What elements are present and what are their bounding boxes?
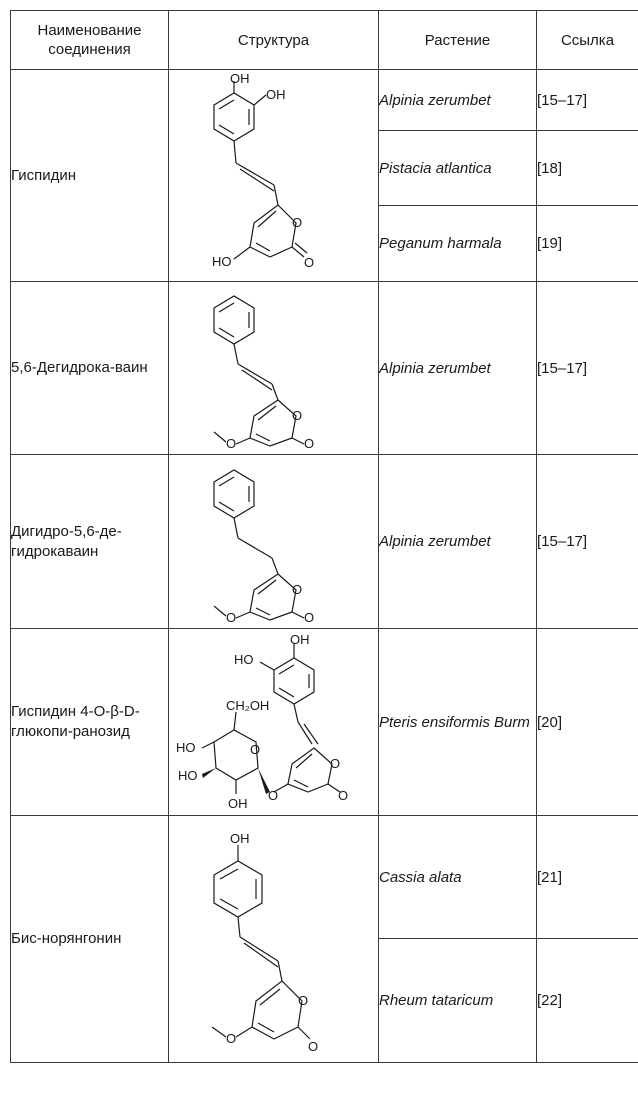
- ho-label: HO: [176, 740, 196, 755]
- o-label: O: [308, 1039, 318, 1054]
- table-row: Peganum harmala [19]: [11, 205, 638, 282]
- ch2oh-label: CH₂OH: [226, 698, 269, 713]
- oh-label: OH: [230, 73, 250, 86]
- compound-name: 5,6-Дегидрока-ваин: [10, 281, 169, 455]
- o-label: O: [226, 610, 236, 622]
- reference: [22]: [536, 938, 638, 1063]
- reference: [15–17]: [536, 281, 638, 455]
- o-label: O: [226, 436, 236, 448]
- reference: [20]: [536, 628, 638, 816]
- oh-label: OH: [228, 796, 248, 811]
- o-label: O: [304, 436, 314, 448]
- header-plant: Растение: [378, 10, 537, 70]
- o-label: O: [338, 788, 348, 803]
- o-label: O: [304, 610, 314, 622]
- structure-cell: OH OH HO O O: [168, 69, 379, 282]
- reference: [18]: [536, 130, 638, 206]
- bisnoryangonin-structure: OH O O O: [211, 831, 318, 1054]
- reference: [21]: [536, 815, 638, 939]
- plant-name: Alpinia zerumbet: [378, 281, 537, 455]
- ho-label: HO: [234, 652, 254, 667]
- table-row: 5,6-Дегидрока-ваин O O O Alpinia zerumbe…: [10, 281, 638, 455]
- table-row: Pistacia atlantica [18]: [11, 130, 638, 206]
- ho-label: HO: [178, 768, 198, 783]
- compound-name: Дигидро-5,6-де-гидрокаваин: [10, 454, 169, 629]
- table-row: Гиспидин 4-O-β-D-глюкопи-ранозид OH HO O…: [10, 628, 638, 816]
- o-label: O: [292, 408, 302, 423]
- plant-name: Alpinia zerumbet: [378, 454, 537, 629]
- table-row: Бис-норянгонин OH O O O Cassia a: [10, 815, 638, 1063]
- o-label: O: [292, 582, 302, 597]
- header-ref: Ссылка: [536, 10, 638, 70]
- o-label: O: [268, 788, 278, 803]
- compound-name: Гиспидин 4-O-β-D-глюкопи-ранозид: [10, 628, 169, 816]
- reference: [15–17]: [536, 69, 638, 131]
- ho-label: HO: [212, 254, 232, 269]
- table-row: Rheum tataricum [22]: [11, 938, 638, 1063]
- o-label: O: [292, 215, 302, 230]
- compound-name: Гиспидин: [10, 69, 169, 282]
- structure-cell: O O O: [168, 454, 379, 629]
- table-row: Дигидро-5,6-де-гидрокаваин O O O Alpinia…: [10, 454, 638, 629]
- o-label: O: [330, 756, 340, 771]
- hispidin-glucoside-structure: OH HO O O O CH₂OH O HO: [176, 632, 348, 811]
- reference: [15–17]: [536, 454, 638, 629]
- o-label: O: [250, 742, 260, 757]
- o-label: O: [226, 1031, 236, 1046]
- plant-name: Pteris ensiformis Burm: [378, 628, 537, 816]
- o-label: O: [298, 993, 308, 1008]
- header-name: Наименование соединения: [10, 10, 169, 70]
- plant-name: Rheum tataricum: [378, 938, 537, 1063]
- compounds-table: Наименование соединения Структура Растен…: [10, 10, 638, 1063]
- header-structure: Структура: [168, 10, 379, 70]
- compound-name: Бис-норянгонин: [10, 815, 169, 1063]
- oh-label: OH: [266, 87, 286, 102]
- plant-name: Peganum harmala: [378, 205, 537, 282]
- o-label: O: [304, 255, 314, 270]
- structure-cell: OH O O O: [168, 815, 379, 1063]
- reference: [19]: [536, 205, 638, 282]
- plant-name: Cassia alata: [378, 815, 537, 939]
- table-row: Гиспидин OH OH HO O O: [10, 69, 638, 282]
- plant-name: Alpinia zerumbet: [378, 69, 537, 131]
- dihydro-dehydrokavain-structure: O O O: [212, 468, 314, 622]
- oh-label: OH: [230, 831, 250, 846]
- table-header-row: Наименование соединения Структура Растен…: [10, 10, 638, 70]
- plant-name: Pistacia atlantica: [378, 130, 537, 206]
- oh-label: OH: [290, 632, 310, 647]
- structure-cell: OH HO O O O CH₂OH O HO: [168, 628, 379, 816]
- dehydrokavain-structure: O O O: [212, 295, 314, 448]
- structure-cell: O O O: [168, 281, 379, 455]
- hispidin-structure: OH OH HO O O: [212, 73, 314, 270]
